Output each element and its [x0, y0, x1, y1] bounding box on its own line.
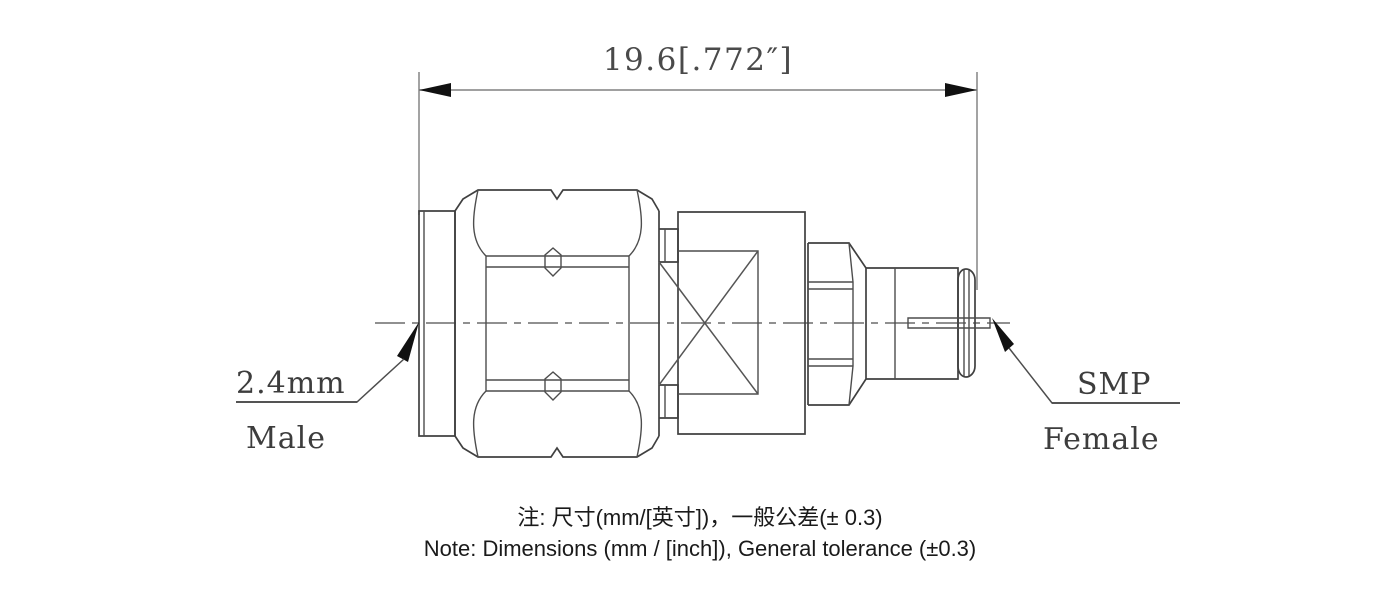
- leader-arrow-right-icon: [992, 318, 1014, 352]
- arrow-left-icon: [419, 83, 451, 97]
- band-eye-marker-upper: [544, 247, 562, 277]
- notes-block: 注: 尺寸(mm/[英寸])，一般公差(± 0.3) Note: Dimensi…: [424, 505, 977, 561]
- dimension-label: 19.6[.772″]: [603, 42, 793, 78]
- callout-left: 2.4mm Male: [236, 322, 419, 456]
- callout-right-line1: SMP: [1077, 367, 1151, 402]
- dimension-extension-lines: [418, 72, 978, 290]
- arrow-right-icon: [945, 83, 977, 97]
- x-mark-diagonal-1: [658, 261, 759, 395]
- knurl-band-lower: [486, 371, 629, 401]
- note-line-en: Note: Dimensions (mm / [inch]), General …: [424, 536, 977, 561]
- flange-ring: [957, 268, 976, 378]
- band-eye-marker-lower: [544, 371, 562, 401]
- overall-length-dimension: 19.6[.772″]: [419, 42, 977, 97]
- hex-body: [454, 189, 660, 458]
- callout-right-line2: Female: [1043, 422, 1160, 457]
- callout-left-line1: 2.4mm: [236, 366, 346, 401]
- square-block: [658, 211, 806, 435]
- note-line-zh: 注: 尺寸(mm/[英寸])，一般公差(± 0.3): [517, 505, 882, 530]
- x-mark-diagonal-2: [658, 250, 759, 386]
- callout-left-line2: Male: [246, 421, 326, 456]
- knurl-band-upper: [486, 247, 629, 277]
- center-pin: [907, 317, 991, 329]
- callout-right: SMP Female: [992, 318, 1180, 457]
- leader-arrow-left-icon: [397, 322, 419, 362]
- hex-nut-small: [807, 242, 867, 406]
